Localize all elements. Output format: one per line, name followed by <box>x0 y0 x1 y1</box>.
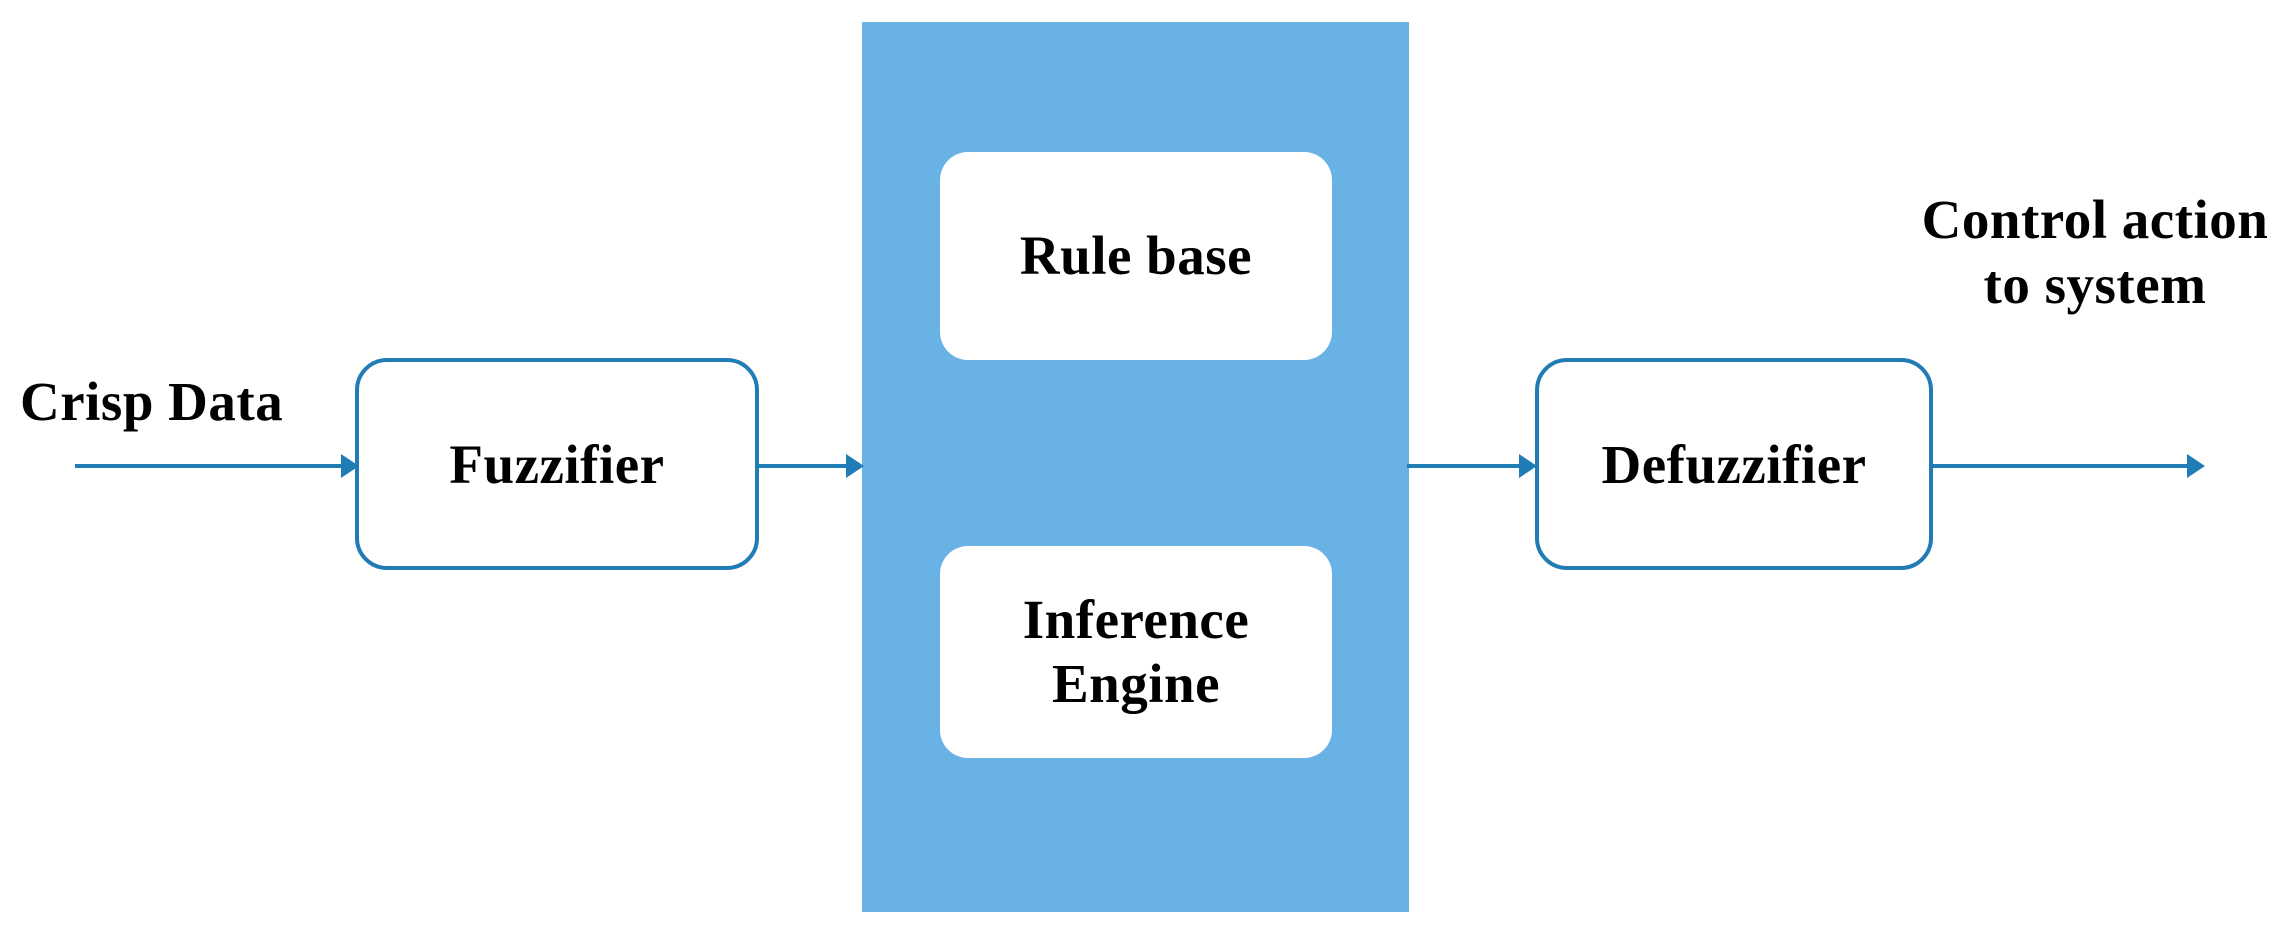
arrow-crisp-data-to-fuzzifier <box>75 454 359 478</box>
arrow-fuzzifier-to-controller <box>757 454 864 478</box>
rule-base-label: Rule base <box>1019 225 1253 287</box>
inference-engine-block[interactable]: Inference Engine <box>940 546 1332 758</box>
defuzzifier-label: Defuzzifier <box>1601 433 1867 495</box>
rule-base-block[interactable]: Rule base <box>940 152 1332 360</box>
arrow-controller-to-defuzzifier <box>1407 454 1537 478</box>
inference-engine-label: Inference Engine <box>1022 589 1250 714</box>
fuzzifier-block[interactable]: Fuzzifier <box>355 358 759 570</box>
arrow-defuzzifier-to-system <box>1931 454 2205 478</box>
defuzzifier-block[interactable]: Defuzzifier <box>1535 358 1933 570</box>
fuzzifier-label: Fuzzifier <box>449 433 665 495</box>
control-action-label: Control action to system <box>1921 189 2269 315</box>
crisp-data-label: Crisp Data <box>20 371 284 432</box>
